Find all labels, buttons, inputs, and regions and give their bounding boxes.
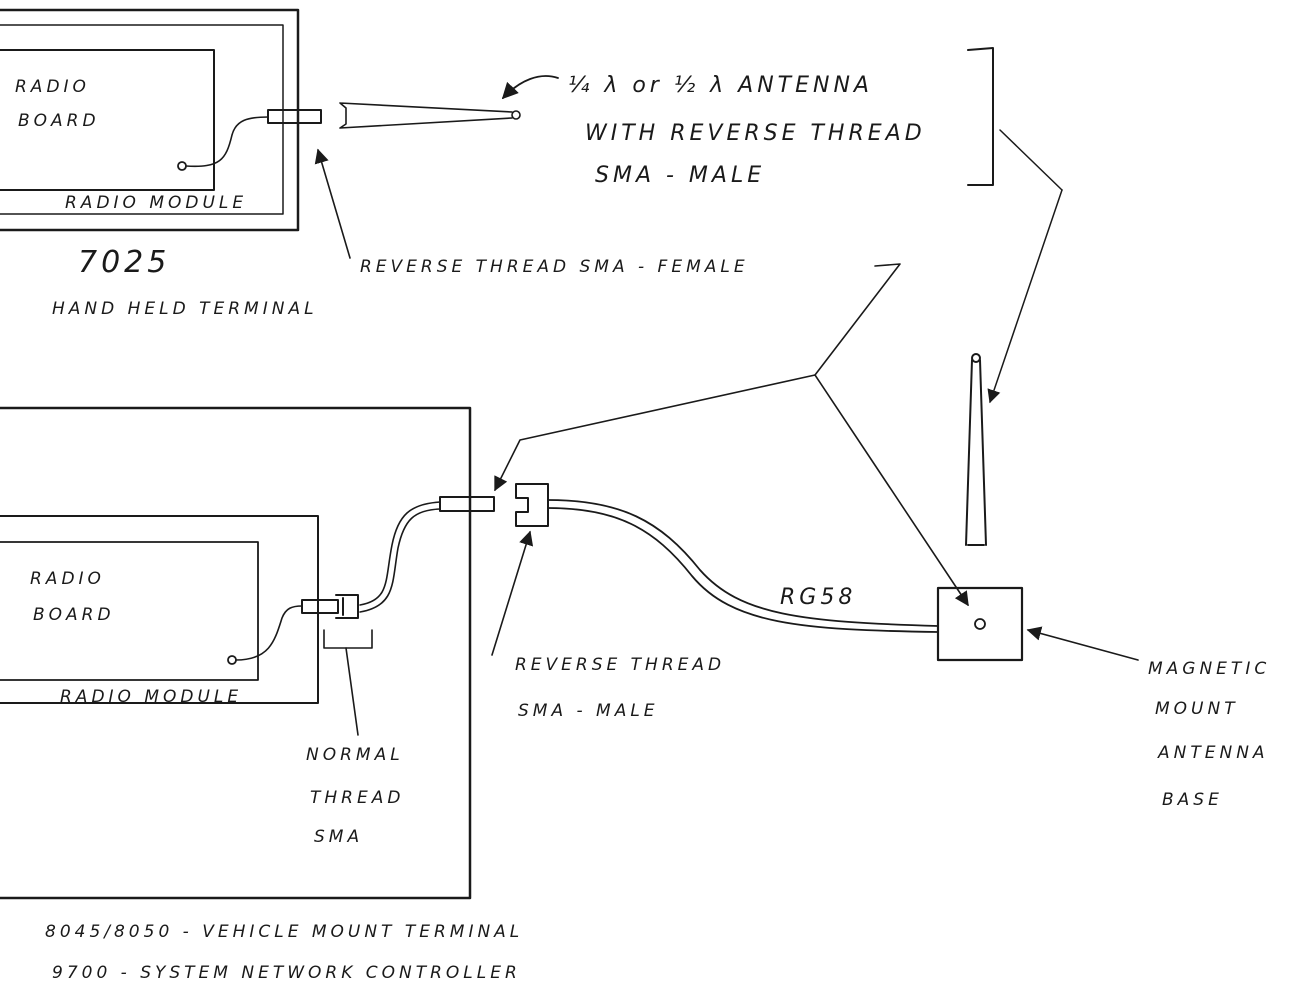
antenna-label-arrow xyxy=(501,75,559,100)
antenna-label-line-3: SMA - MALE xyxy=(595,163,765,188)
handheld-rs-female-jack xyxy=(267,109,322,124)
vehicle-pigtail-cable xyxy=(359,501,441,613)
normal-sma-label-1: NORMAL xyxy=(306,745,404,765)
rs-male-arrow xyxy=(491,530,534,656)
rs-female-arrow-vehicle xyxy=(494,374,816,492)
handheld-radio-board xyxy=(0,49,215,191)
vehicle-terminal: RADIO BOARD RADIO MODULE NORMAL THREAD S… xyxy=(0,406,549,983)
handheld-name-label: HAND HELD TERMINAL xyxy=(52,299,318,319)
normal-sma-leader xyxy=(345,647,359,736)
antenna-label-bracket xyxy=(967,47,994,186)
normal-sma-label-2: THREAD xyxy=(310,788,404,808)
vehicle-model-label-1: 8045/8050 - VEHICLE MOUNT TERMINAL xyxy=(45,922,523,942)
vehicle-board-connector xyxy=(227,655,237,665)
vehicle-rs-male-plug xyxy=(515,483,549,527)
mag-mount-label-3: ANTENNA xyxy=(1157,743,1269,763)
handheld-antenna xyxy=(339,102,513,129)
handheld-internal-cable xyxy=(185,116,269,168)
handheld-terminal: RADIO BOARD RADIO MODULE 7025 HAND HELD … xyxy=(0,8,521,319)
vehicle-whip-tip xyxy=(971,353,981,363)
rs-male-label-1: REVERSE THREAD xyxy=(515,655,725,675)
rg58-cable-group: RG58 xyxy=(547,499,939,633)
rs-male-label-2: SMA - MALE xyxy=(518,701,659,721)
vehicle-outer-case xyxy=(0,406,472,900)
vehicle-whip-antenna xyxy=(965,359,987,546)
vehicle-normal-sma-bracket xyxy=(323,629,373,649)
vehicle-radio-board-label-2: BOARD xyxy=(33,605,115,625)
vehicle-normal-sma-plug xyxy=(335,594,359,619)
normal-sma-label-3: SMA xyxy=(314,827,363,847)
mag-mount-group: MAGNETIC MOUNT ANTENNA BASE xyxy=(936,353,1270,810)
handheld-model-label: 7025 xyxy=(78,245,170,280)
bracket-to-vehicle-antenna-arrow xyxy=(987,189,1063,404)
handheld-inner-case xyxy=(0,24,284,215)
rg58-cable xyxy=(547,499,939,633)
mag-mount-connector xyxy=(974,618,986,630)
handheld-radio-module-label: RADIO MODULE xyxy=(65,193,247,213)
antenna-label-line-2: WITH REVERSE THREAD xyxy=(585,121,926,146)
vehicle-radio-module-label: RADIO MODULE xyxy=(60,687,242,707)
antenna-label-group: ¼ λ or ½ λ ANTENNA WITH REVERSE THREAD S… xyxy=(501,47,1063,404)
vehicle-radio-board xyxy=(0,541,259,681)
mag-mount-base xyxy=(936,586,1024,662)
mag-mount-label-2: MOUNT xyxy=(1155,699,1239,719)
handheld-antenna-tip xyxy=(511,110,521,120)
handheld-outer-case xyxy=(0,8,300,232)
vehicle-module-case xyxy=(0,515,319,704)
rs-female-leader xyxy=(814,263,901,376)
handheld-radio-board-label-1: RADIO xyxy=(15,77,90,97)
handheld-board-connector xyxy=(177,161,187,171)
mag-mount-arrow xyxy=(1026,626,1139,661)
vehicle-internal-cable xyxy=(235,605,303,661)
antenna-label-line-1: ¼ λ or ½ λ ANTENNA xyxy=(568,73,873,98)
vehicle-rs-female-jack xyxy=(439,496,495,512)
vehicle-normal-sma-jack xyxy=(301,599,339,614)
rs-female-label: REVERSE THREAD SMA - FEMALE xyxy=(360,257,749,277)
rs-male-label-group: REVERSE THREAD SMA - MALE xyxy=(491,530,725,721)
mag-mount-label-1: MAGNETIC xyxy=(1148,659,1270,679)
rs-female-label-group: REVERSE THREAD SMA - FEMALE xyxy=(314,148,969,607)
rs-female-arrow-mag-base xyxy=(814,374,969,607)
vehicle-model-label-2: 9700 - SYSTEM NETWORK CONTROLLER xyxy=(52,963,521,983)
bracket-to-handheld-antenna xyxy=(999,129,1063,191)
rg58-label: RG58 xyxy=(780,585,856,610)
handheld-radio-board-label-2: BOARD xyxy=(18,111,100,131)
mag-mount-label-4: BASE xyxy=(1162,790,1223,810)
vehicle-radio-board-label-1: RADIO xyxy=(30,569,105,589)
rs-female-arrow-handheld xyxy=(314,148,351,259)
